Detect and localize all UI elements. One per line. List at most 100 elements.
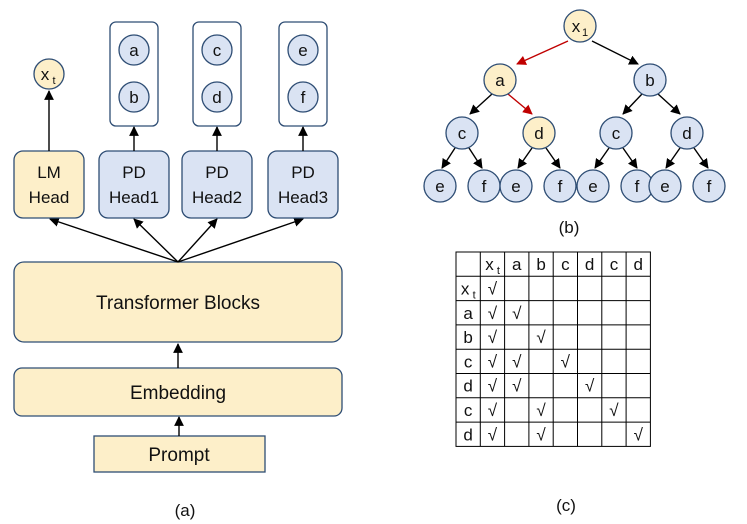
tree-root-x1 xyxy=(563,9,597,43)
table-col-header: d xyxy=(634,255,643,274)
table-check-cell: √ xyxy=(585,377,595,396)
tree-leaf-1 xyxy=(423,169,457,203)
table-row-header: c xyxy=(464,352,473,371)
tree-leaf-5 xyxy=(576,169,610,203)
edge-b-c xyxy=(622,93,643,115)
arrow-to-pd-head2 xyxy=(177,218,218,263)
pd-head1-token-b-label: b xyxy=(129,88,138,107)
pd-head2-token-c xyxy=(201,34,233,66)
tree-leaf-4 xyxy=(543,169,577,203)
table-row-header-base: x xyxy=(461,279,470,298)
table-check-cell: √ xyxy=(512,352,522,371)
pd-head3-line2: Head3 xyxy=(278,188,328,207)
pd-head1-token-b xyxy=(118,81,150,113)
lm-head-box xyxy=(13,150,85,219)
arrow-to-pd-head3 xyxy=(177,217,304,263)
tree-node-a-label: a xyxy=(495,71,505,90)
table-check-cell: √ xyxy=(609,401,619,420)
pd-head3-token-e-label: e xyxy=(298,41,307,60)
pd-head2-line1: PD xyxy=(205,163,229,182)
tree-node-b-label: b xyxy=(645,71,654,90)
output-xt-base: x xyxy=(41,65,50,84)
tree-node-d-1 xyxy=(522,116,556,150)
table-col-header-sub: t xyxy=(497,265,500,277)
pd-head1-token-a-label: a xyxy=(129,41,139,60)
pd-head2-line2: Head2 xyxy=(192,188,242,207)
tree-leaf-4-label: f xyxy=(558,177,563,196)
tree-leaf-6-label: f xyxy=(635,177,640,196)
table-check-cell: √ xyxy=(488,377,498,396)
arrow-to-pd-head1 xyxy=(133,218,179,263)
tree-node-b xyxy=(633,63,667,97)
table-col-header: b xyxy=(536,255,545,274)
tree-node-c-2 xyxy=(599,116,633,150)
tree-leaf-1-label: e xyxy=(435,177,444,196)
edge-a-d xyxy=(507,93,533,115)
edge-d2-f xyxy=(693,147,709,169)
edge-a-c xyxy=(469,93,493,115)
prompt-label: Prompt xyxy=(148,445,210,466)
table-row-header: d xyxy=(463,425,472,444)
output-xt-node xyxy=(33,58,65,90)
table-col-header: c xyxy=(610,255,619,274)
pd-head1-line1: PD xyxy=(122,163,146,182)
table-check-cell: √ xyxy=(488,401,498,420)
table-check-cell: √ xyxy=(561,352,571,371)
tree-node-d-2 xyxy=(670,116,704,150)
pd-head1-box xyxy=(98,150,170,219)
table-row-header: d xyxy=(463,377,472,396)
edge-d1-e xyxy=(517,147,533,169)
tree-node-c-1 xyxy=(445,116,479,150)
table-row-header-sub: t xyxy=(473,289,476,301)
tree-leaf-7 xyxy=(648,169,682,203)
caption-c: (c) xyxy=(556,496,576,515)
tree-leaf-8-label: f xyxy=(707,177,712,196)
tree-node-c-1-label: c xyxy=(458,124,467,143)
tree-node-d-1-label: d xyxy=(534,124,543,143)
tree-leaf-5-label: e xyxy=(588,177,597,196)
tree-root-base: x xyxy=(572,17,581,36)
tree-leaf-3-label: e xyxy=(511,177,520,196)
pd-head1-token-a xyxy=(118,34,150,66)
table-row-header: b xyxy=(463,328,472,347)
pd-head3-line1: PD xyxy=(291,163,315,182)
edge-c1-f xyxy=(468,147,483,169)
table-check-cell: √ xyxy=(488,352,498,371)
edge-d2-e xyxy=(665,147,681,169)
pd-head3-box xyxy=(267,150,339,219)
lm-head-line2: Head xyxy=(29,188,70,207)
table-check-cell: √ xyxy=(536,401,546,420)
panel-a: Prompt Embedding Transformer Blocks LM H… xyxy=(13,21,343,520)
output-xt-sub: t xyxy=(52,75,55,87)
table-check-cell: √ xyxy=(536,328,546,347)
lm-head-line1: LM xyxy=(37,163,61,182)
edge-c1-e xyxy=(441,147,456,169)
transformer-label: Transformer Blocks xyxy=(96,293,260,314)
table-row-header: a xyxy=(463,304,473,323)
edge-x1-b xyxy=(591,40,639,65)
pd-head3-token-f xyxy=(287,81,319,113)
table-col-header: a xyxy=(512,255,522,274)
pd-head2-token-d xyxy=(201,81,233,113)
pd-head1-line2: Head1 xyxy=(109,188,159,207)
caption-a: (a) xyxy=(175,501,196,520)
edge-d1-f xyxy=(545,147,561,169)
table-check-cell: √ xyxy=(634,425,644,444)
caption-b: (b) xyxy=(559,218,580,237)
pd-head3-token-e xyxy=(287,34,319,66)
pd-head3-token-f-label: f xyxy=(301,88,306,107)
panel-b: x 1 a b c d c d e f e f e f e f (b) xyxy=(423,9,726,237)
tree-leaf-7-label: e xyxy=(660,177,669,196)
tree-node-a xyxy=(483,63,517,97)
pd-head2-token-d-label: d xyxy=(212,88,221,107)
table-col-header: c xyxy=(561,255,570,274)
edge-x1-a xyxy=(516,40,569,65)
tree-leaf-2-label: f xyxy=(482,177,487,196)
arrow-to-lm-head xyxy=(49,217,179,263)
table-check-cell: √ xyxy=(488,304,498,323)
pd-head2-token-c-label: c xyxy=(213,41,222,60)
table-col-header-base: x xyxy=(485,255,494,274)
table-row-header: c xyxy=(464,401,473,420)
tree-root-sub: 1 xyxy=(582,27,588,39)
